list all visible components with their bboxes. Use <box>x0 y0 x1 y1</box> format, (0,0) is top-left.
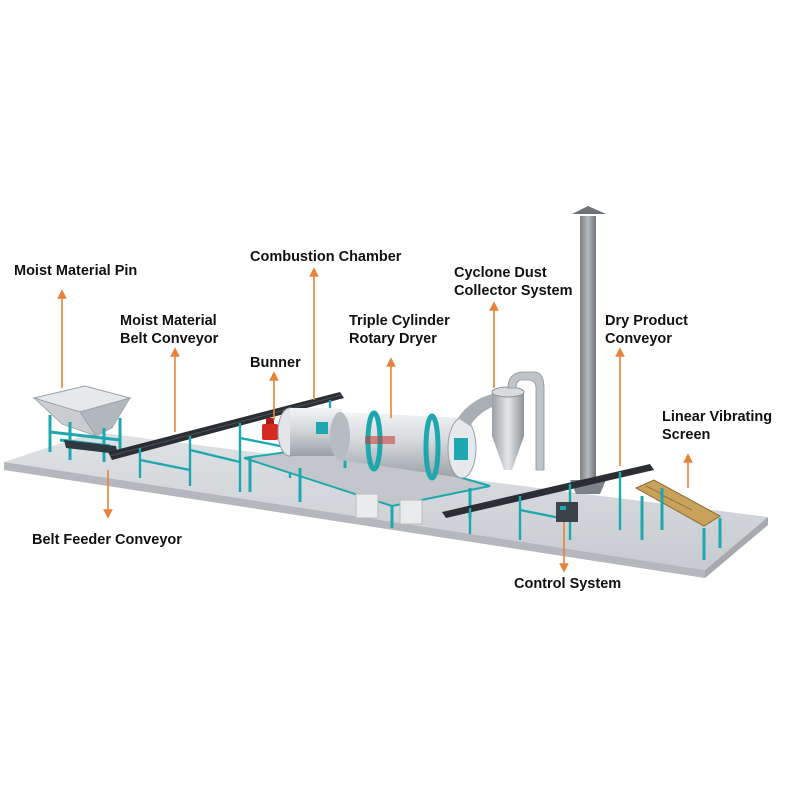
label-text: Combustion Chamber <box>250 249 402 265</box>
dryer-base-frame <box>243 442 491 528</box>
label-line-2: Conveyor <box>605 331 672 347</box>
label-line-2: Collector System <box>454 283 573 299</box>
label-dry-product-conveyor: Dry Product Conveyor <box>605 312 688 348</box>
label-line-2: Rotary Dryer <box>349 331 437 347</box>
label-moist-material-pin: Moist Material Pin <box>14 262 137 280</box>
label-text: Belt Feeder Conveyor <box>32 532 182 548</box>
label-text: Bunner <box>250 355 301 371</box>
label-line-2: Belt Conveyor <box>120 331 219 347</box>
cyclone-dust-collector <box>458 371 545 471</box>
label-control-system: Control System <box>514 575 621 593</box>
linear-vibrating-screen <box>634 479 722 560</box>
label-line-1: Triple Cylinder <box>349 313 450 329</box>
label-triple-cylinder-rotary-dryer: Triple Cylinder Rotary Dryer <box>349 312 450 348</box>
burner <box>262 418 278 440</box>
callout-arrows <box>57 267 693 573</box>
moist-material-bin <box>32 385 132 462</box>
label-combustion-chamber: Combustion Chamber <box>250 248 401 266</box>
label-line-1: Linear Vibrating <box>662 409 773 425</box>
label-line-2: Screen <box>662 427 711 443</box>
label-linear-vibrating-screen: Linear Vibrating Screen <box>662 408 772 444</box>
control-system-cabinet <box>556 502 578 522</box>
label-text: Moist Material Pin <box>14 263 138 279</box>
label-line-1: Moist Material <box>120 313 217 329</box>
label-moist-material-belt-conveyor: Moist Material Belt Conveyor <box>120 312 218 348</box>
label-bunner: Bunner <box>250 354 301 372</box>
label-belt-feeder-conveyor: Belt Feeder Conveyor <box>32 531 182 549</box>
chimney <box>570 206 606 494</box>
belt-feeder <box>64 440 118 454</box>
label-cyclone-dust-collector: Cyclone Dust Collector System <box>454 264 572 300</box>
label-line-1: Dry Product <box>605 313 688 329</box>
rotary-dryer-drum <box>330 410 477 481</box>
label-text: Control System <box>514 576 622 592</box>
label-line-1: Cyclone Dust <box>454 265 547 281</box>
